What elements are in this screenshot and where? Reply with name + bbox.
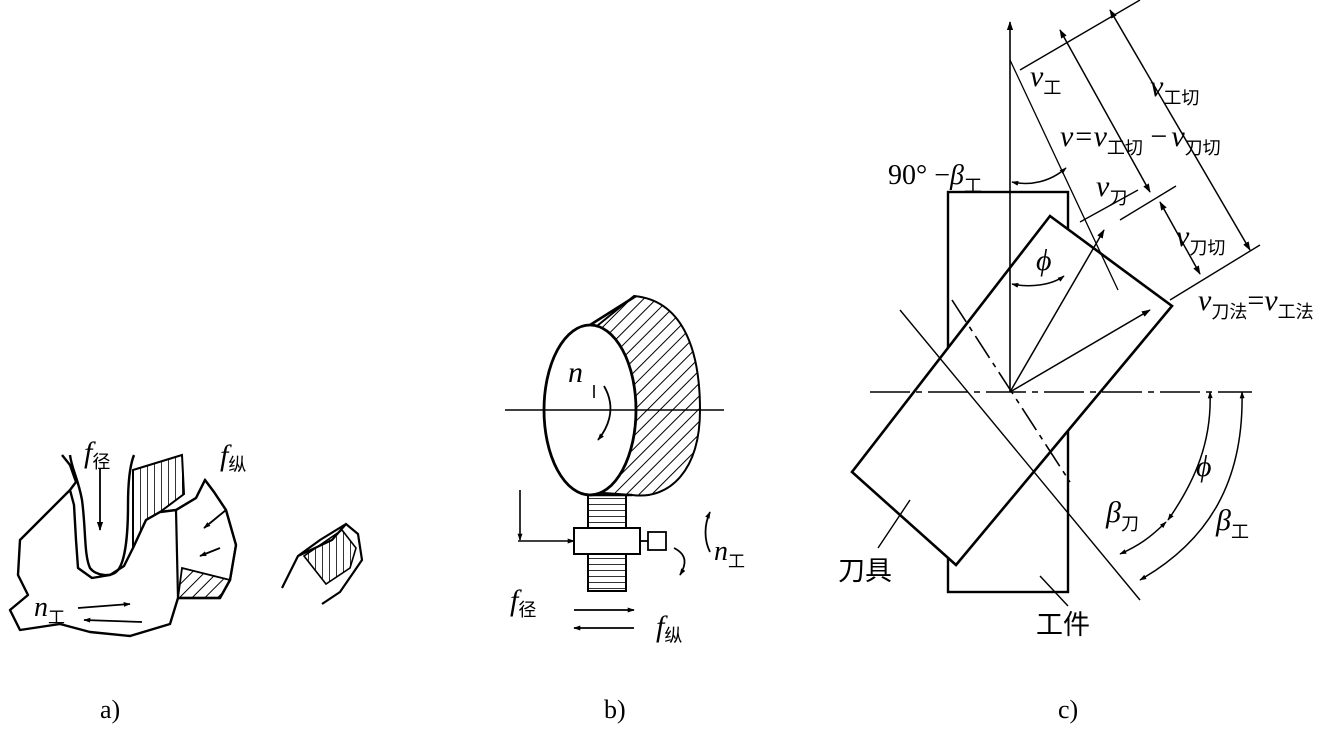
label-f-radial-a: f径: [84, 436, 110, 473]
rotation-n-work-b: [673, 547, 686, 576]
figure-a: f径 f纵 n工 a): [8, 436, 364, 724]
label-v-eq: v=v工切 −v刀切: [1060, 120, 1221, 159]
chip-hatch-a: [302, 528, 357, 586]
diagonal-c: [899, 309, 1141, 601]
figure-b: n n工 f径 f纵 b): [505, 294, 745, 724]
vector-v-normal: [1009, 309, 1151, 393]
label-beta-tool: β刀: [1105, 496, 1139, 535]
figure-c: v工 v工切 v=v工切 −v刀切 90° −β工 v刀 v刀切 ϕ v刀法=v…: [838, 0, 1314, 724]
arc-phi-top: [1011, 275, 1065, 288]
arrow-n-work-a2: [83, 617, 143, 623]
shaft-b: [573, 527, 641, 555]
arrow-n-work-a1: [77, 602, 131, 609]
tooth-face-a: [132, 453, 186, 549]
label-phi-top: ϕ: [1036, 244, 1052, 277]
label-v-tool: v刀: [1096, 170, 1127, 209]
arc-beta-work: [1139, 391, 1245, 581]
label-n-work-a: n工: [34, 592, 65, 628]
label-v-work: v工: [1030, 60, 1061, 99]
label-phi-right: ϕ: [1196, 450, 1212, 483]
label-v-work-cut: v工切: [1150, 70, 1199, 109]
label-f-axial-b: f纵: [656, 610, 682, 647]
rotation-n-b: [597, 385, 612, 441]
caption-c: c): [1058, 695, 1078, 724]
label-f-radial-b: f径: [510, 584, 536, 621]
label-90-beta: 90° −β工: [888, 160, 982, 197]
tooth-hatch-a: [176, 566, 232, 599]
label-n-tool-b: n: [568, 356, 583, 389]
label-v-tool-cut: v刀切: [1176, 220, 1225, 259]
cutter-a: [68, 454, 136, 577]
caption-a: a): [100, 695, 120, 724]
arc-90-beta: [1011, 167, 1067, 186]
label-workpiece: 工件: [1036, 610, 1090, 641]
chip-a: [281, 522, 364, 605]
ext-low: [1169, 244, 1261, 301]
vector-v-tool: [1009, 229, 1105, 393]
ext-mid: [1119, 185, 1177, 221]
dim-v: [1059, 29, 1151, 193]
leader-work: [1039, 575, 1069, 607]
label-tool: 刀具: [838, 556, 892, 587]
label-beta-work: β工: [1215, 504, 1249, 543]
arrow-f-axial-a2: [199, 547, 221, 557]
arrow-f-axial-a: [203, 509, 227, 529]
dim-v-tool-cut: [1159, 201, 1201, 275]
label-v-normal-eq: v刀法=v工法: [1198, 284, 1314, 323]
caption-b: b): [604, 695, 626, 724]
ext-top: [1019, 0, 1141, 71]
label-f-axial-a: f纵: [220, 439, 246, 476]
label-n-work-b: n工: [714, 536, 745, 572]
leader-tool: [877, 499, 911, 549]
